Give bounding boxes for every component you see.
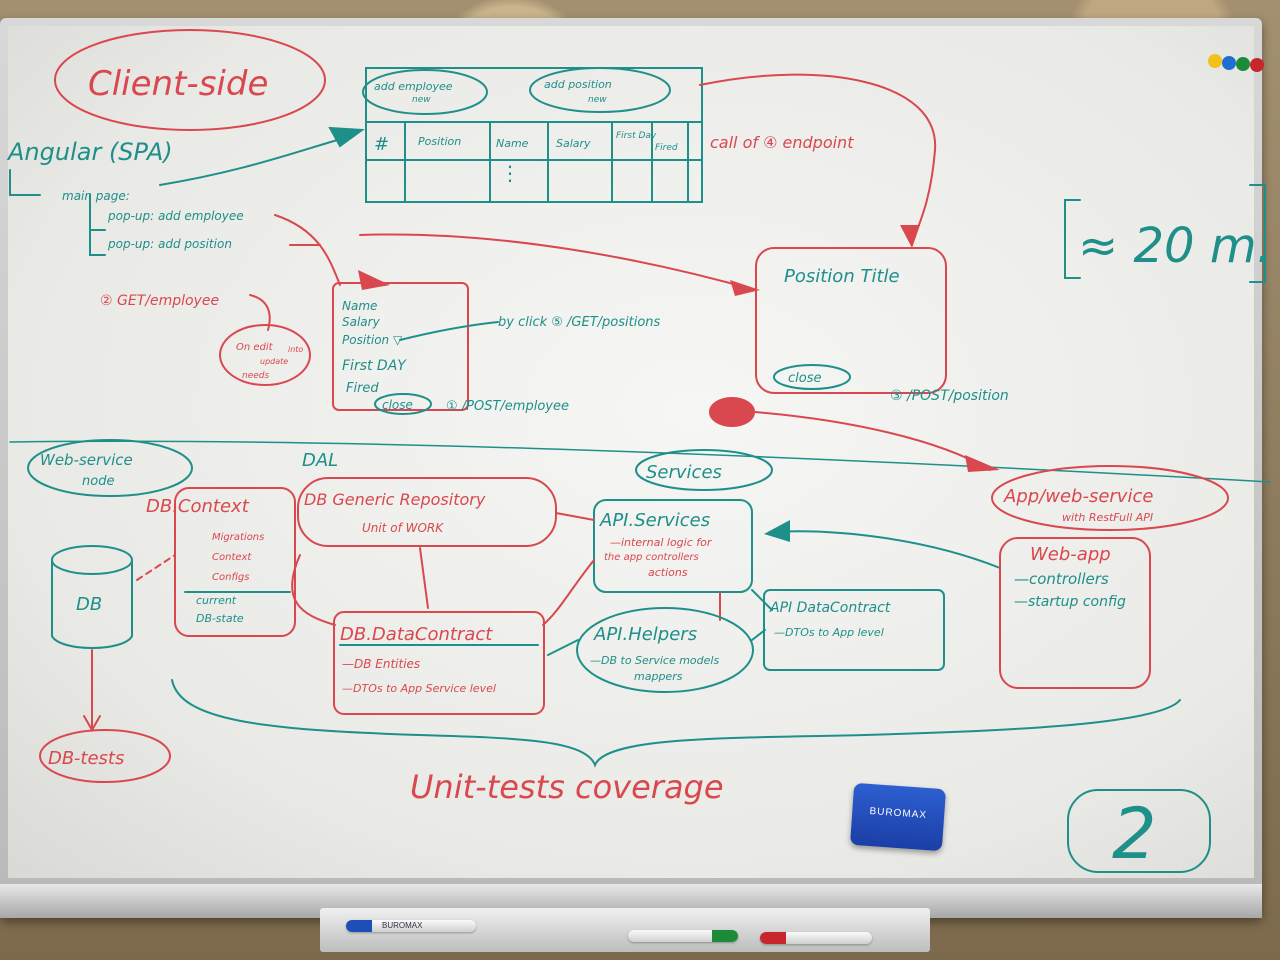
marker-cap-red [760,932,786,944]
services-label: Services [646,462,722,483]
current-label: current [196,594,237,607]
generic-repository-label: DB Generic Repository [304,490,486,509]
employee-close-label: close [382,398,413,412]
web-app-box [999,537,1151,689]
db-tests-label: DB-tests [48,748,124,769]
col-first-day: First Day [616,131,657,141]
add-employee-button-drawing [362,69,488,115]
position-form-box [755,247,947,394]
helpers-desc1: —DB to Service models [590,654,719,667]
marker-blue[interactable]: BUROMAX [346,920,476,932]
on-edit-label: On edit [236,342,274,353]
api-services-desc2: the app controllers [604,552,699,563]
migrations-label: Migrations [212,532,264,543]
add-position-button-drawing [529,67,671,113]
rows-ellipsis: ⋮ [500,161,520,185]
page-number: 2 [1112,793,1157,875]
api-services-desc1: —internal logic for [610,536,713,549]
add-position-new: new [588,95,607,105]
marker-cap-green [712,930,738,942]
angular-spa-label: Angular (SPA) [6,138,173,166]
marker-cap-blue [346,920,372,932]
db-context-label: DB.Context [146,496,250,517]
into-label: into [288,345,303,354]
call-endpoint-label: call of ④ endpoint [710,133,854,152]
get-employee-label: ② GET/employee [100,293,219,309]
marker-red[interactable] [760,932,872,944]
db-entities-label: —DB Entities [342,657,420,671]
api-helpers-ellipse [576,607,754,693]
app-service-sub: with RestFull API [1062,511,1153,524]
col-fired: Fired [655,143,678,153]
col-number: # [374,134,389,155]
configs-label: Configs [212,572,249,583]
form-field-fired: Fired [346,381,379,396]
main-page-label: main page: [62,189,130,203]
unit-tests-label: Unit-tests coverage [410,768,724,806]
startup-config-label: —startup config [1014,594,1126,610]
db-data-contract-box [333,611,545,715]
data-contract-label: DB.DataContract [340,624,493,645]
col-position: Position [418,135,461,148]
marker-brand-blue: BUROMAX [382,921,423,930]
context-label: Context [212,552,252,563]
employees-table [365,67,703,203]
dtos-label: —DTOs to App Service level [342,682,496,695]
form-field-first-day: First DAY [342,358,407,374]
api-dc-desc: —DTOs to App level [774,626,884,639]
api-services-box [593,499,753,593]
popup-position-label: pop-up: add position [107,237,232,251]
magnet-green [1236,57,1250,71]
node-label: node [82,474,114,489]
db-state-label: DB-state [196,612,244,625]
api-data-contract-label: API DataContract [769,600,891,616]
controllers-label: —controllers [1014,570,1109,588]
post-employee-label: ① /POST/employee [446,399,569,414]
post-position-label: ③ /POST/position [890,388,1009,404]
col-name: Name [496,137,529,150]
add-employee-new: new [412,95,431,105]
time-estimate: ≈ 20 m. [1078,218,1272,274]
web-service-label: Web-service [40,451,133,469]
unit-of-work-label: Unit of WORK [362,521,444,535]
web-app-label: Web-app [1030,544,1111,565]
marker-green[interactable] [628,930,738,942]
api-helpers-label: API.Helpers [593,624,697,645]
magnet-yellow [1208,54,1222,68]
whiteboard [0,18,1262,918]
dal-label: DAL [302,450,338,471]
client-side-title: Client-side [88,64,268,104]
add-position-label: add position [544,78,612,91]
app-service-label: App/web-service [1003,486,1153,507]
employee-form-box [332,282,469,411]
col-salary: Salary [556,137,591,150]
position-title-label: Position Title [784,266,900,287]
popup-employee-label: pop-up: add employee [107,209,244,223]
get-positions-label: by click ⑤ /GET/positions [498,315,661,330]
db-label: DB [76,594,102,615]
helpers-desc2: mappers [634,670,683,683]
eraser[interactable]: BUROMAX [849,782,947,852]
update-label: update [260,357,288,366]
api-services-desc3: actions [648,566,688,579]
form-field-salary: Salary [342,315,381,329]
api-data-contract-box [763,589,945,671]
form-field-name: Name [342,299,377,313]
eraser-brand: BUROMAX [869,806,928,822]
generic-repository-box [297,477,557,547]
needs-label: needs [242,371,269,381]
add-employee-label: add employee [374,80,453,93]
db-context-box [174,487,296,637]
app-service-ellipse [991,465,1229,531]
position-close-label: close [788,371,821,386]
api-services-label: API.Services [599,510,710,531]
magnet-red [1250,58,1264,72]
client-side-ellipse [54,29,326,131]
magnet-blue [1222,56,1236,70]
form-field-position: Position ▽ [342,333,403,347]
